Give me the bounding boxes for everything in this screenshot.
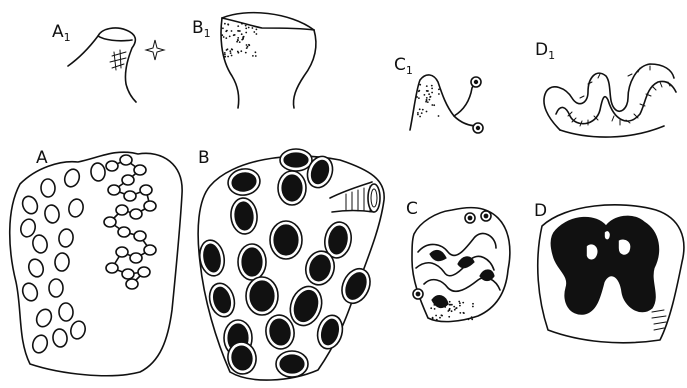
- label-d: D: [534, 201, 547, 221]
- label-c: C: [406, 199, 418, 219]
- drawing-c: [412, 208, 510, 322]
- drawing-b1: [221, 13, 316, 108]
- label-a1: A1: [52, 22, 71, 44]
- drawing-d: [538, 205, 684, 343]
- drawing-a: [10, 152, 182, 376]
- sparkle-icon: [146, 40, 164, 60]
- label-b1: B1: [192, 18, 211, 40]
- drawing-d1: [544, 64, 676, 137]
- drawing-c1: [410, 75, 483, 133]
- label-a: A: [36, 148, 48, 168]
- label-b: B: [198, 148, 210, 168]
- label-d1: D1: [535, 40, 555, 62]
- drawing-a1: [68, 28, 164, 102]
- label-c1: C1: [394, 55, 413, 77]
- drawing-b: [197, 149, 384, 380]
